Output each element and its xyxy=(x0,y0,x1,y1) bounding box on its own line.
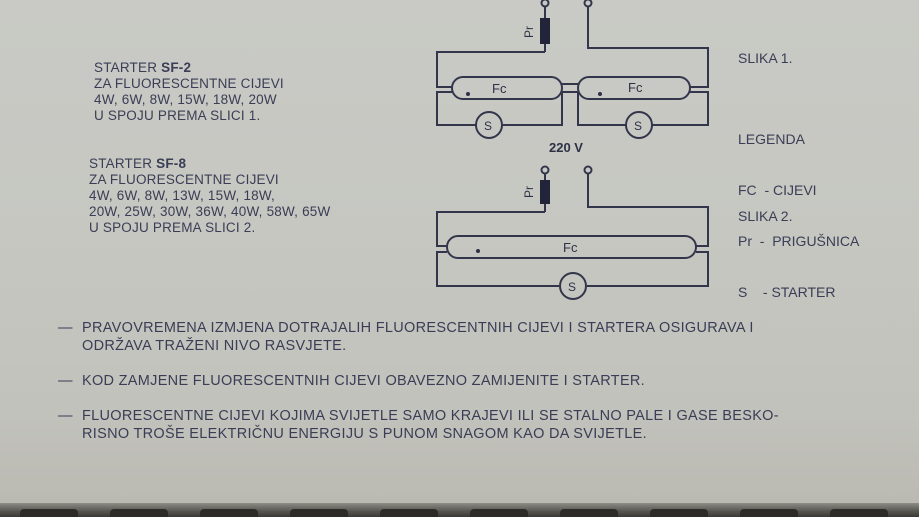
photo-bottom-edge xyxy=(0,503,919,517)
starter-sf8-line4: 20W, 25W, 30W, 36W, 40W, 58W, 65W xyxy=(89,204,331,219)
note-line: RISNO TROŠE ELEKTRIČNU ENERGIJU S PUNOM … xyxy=(82,426,647,442)
figure2-tube-label: Fc xyxy=(563,240,578,255)
note-replacement: — PRAVOVREMENA IZMJENA DOTRAJALIH FLUORES… xyxy=(58,319,754,355)
figure2-starter-label: S xyxy=(568,280,576,294)
starter-sf8-line5: U SPOJU PREMA SLICI 2. xyxy=(89,220,256,235)
figure1-starter2-label: S xyxy=(634,119,642,133)
note-line: ODRŽAVA TRAŽENI NIVO RASVJETE. xyxy=(82,338,347,354)
note-line: FLUORESCENTNE CIJEVI KOJIMA SVIJETLE SAM… xyxy=(82,408,779,424)
starter-sf8-title: STARTER SF-8 xyxy=(89,156,187,171)
figure1-caption: SLIKA 1. xyxy=(738,50,793,66)
legend-item-cijevi: FC - CIJEVI xyxy=(738,182,817,198)
figure1-choke-label: Pr xyxy=(522,26,536,38)
legend-item-starter: S - STARTER xyxy=(738,284,836,300)
starter-sf2-line3: 4W, 6W, 8W, 15W, 18W, 20W xyxy=(94,92,277,107)
note-dash: — xyxy=(58,408,73,424)
note-energy-waste: — FLUORESCENTNE CIJEVI KOJIMA SVIJETLE SA… xyxy=(58,407,779,443)
figure2-choke-label: Pr xyxy=(522,186,536,198)
figure2-choke xyxy=(540,180,550,204)
note-line: PRAVOVREMENA IZMJENA DOTRAJALIH FLUORESC… xyxy=(82,320,754,336)
note-dash: — xyxy=(58,373,73,389)
figure1-tube1-label: Fc xyxy=(492,81,507,96)
starter-sf2-line2: ZA FLUORESCENTNE CIJEVI xyxy=(94,76,284,91)
starter-sf2-block: STARTER SF-2 ZA FLUORESCENTNE CIJEVI 4W,… xyxy=(94,60,284,124)
figure2-caption: SLIKA 2. xyxy=(738,208,793,224)
legend: LEGENDA FC - CIJEVI Pr - PRIGUŠNICA S - … xyxy=(738,97,859,318)
starter-sf2-title: STARTER SF-2 xyxy=(94,60,192,75)
figure1-circuit xyxy=(436,0,709,139)
starter-sf8-line2: ZA FLUORESCENTNE CIJEVI xyxy=(89,172,279,187)
legend-title: LEGENDA xyxy=(738,131,805,147)
note-change-starter: — KOD ZAMJENE FLUORESCENTNIH CIJEVI OBAVE… xyxy=(58,372,645,390)
note-line: KOD ZAMJENE FLUORESCENTNIH CIJEVI OBAVEZ… xyxy=(82,373,646,389)
legend-item-prigusnica: Pr - PRIGUŠNICA xyxy=(738,233,860,249)
figure1-choke xyxy=(540,18,550,44)
figure2-circuit xyxy=(436,165,709,300)
figure1-starter1-label: S xyxy=(484,119,492,133)
starter-sf8-line3: 4W, 6W, 8W, 13W, 15W, 18W, xyxy=(89,188,276,203)
figure2-voltage-label: 220 V xyxy=(549,140,583,155)
note-dash: — xyxy=(58,320,73,336)
starter-sf2-line4: U SPOJU PREMA SLICI 1. xyxy=(94,108,261,123)
figure1-tube2-label: Fc xyxy=(628,80,643,95)
starter-sf8-block: STARTER SF-8 ZA FLUORESCENTNE CIJEVI 4W,… xyxy=(89,156,330,236)
